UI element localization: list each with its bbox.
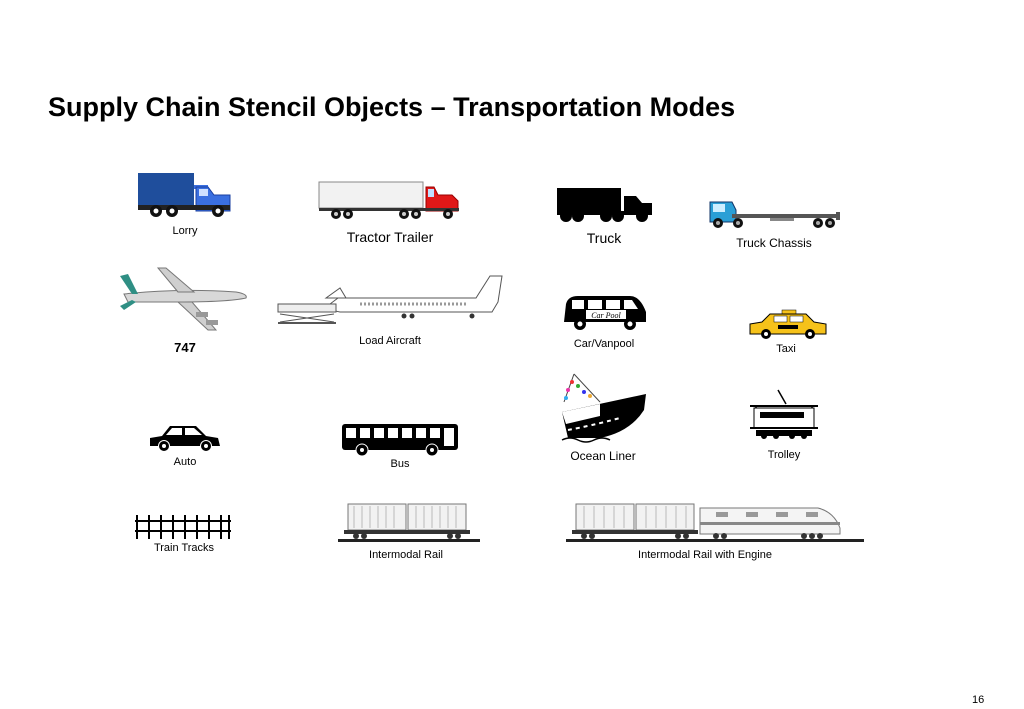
- tractor-trailer-stencil[interactable]: [318, 181, 462, 221]
- truck-chassis-icon: [709, 201, 840, 228]
- carpool-van-icon: Car Pool: [564, 296, 646, 330]
- trolley-icon: [750, 389, 818, 439]
- page-number: 16: [972, 694, 985, 706]
- load-aircraft-label: Load Aircraft: [359, 335, 421, 347]
- load-aircraft-stencil[interactable]: [276, 274, 504, 328]
- load-aircraft-icon: [277, 275, 503, 324]
- ocean-liner-icon: [561, 373, 646, 443]
- truck-label: Truck: [586, 230, 622, 246]
- bus-icon: [342, 424, 458, 457]
- train-tracks-stencil[interactable]: [133, 513, 233, 541]
- carpool-van-stencil[interactable]: Car Pool: [562, 294, 648, 332]
- airplane-747-icon: [120, 267, 247, 331]
- intermodal-rail-icon: [338, 503, 480, 542]
- airplane-747-label: 747: [174, 340, 196, 355]
- taxi-stencil[interactable]: [748, 308, 828, 340]
- lorry-icon: [138, 173, 231, 217]
- trolley-label: Trolley: [767, 449, 801, 461]
- car-vanpool-label: Car/Vanpool: [573, 338, 635, 350]
- train-tracks-icon: [135, 515, 231, 539]
- tractor-trailer-label: Tractor Trailer: [346, 229, 434, 245]
- intermodal-rail-label: Intermodal Rail: [369, 549, 443, 561]
- ocean-liner-label: Ocean Liner: [570, 449, 636, 463]
- auto-icon: [150, 426, 220, 452]
- intermodal-rail-engine-stencil[interactable]: [566, 502, 866, 546]
- truck-stencil[interactable]: [556, 187, 654, 223]
- bus-label: Bus: [390, 458, 410, 470]
- page-title: Supply Chain Stencil Objects – Transport…: [48, 92, 736, 122]
- truck-chassis-label: Truck Chassis: [736, 236, 812, 250]
- truck-chassis-stencil[interactable]: [706, 192, 842, 230]
- lorry-stencil[interactable]: [136, 171, 234, 219]
- ocean-liner-stencil[interactable]: [560, 372, 650, 444]
- trolley-stencil[interactable]: [746, 388, 822, 442]
- tractor-trailer-icon: [318, 181, 459, 219]
- intermodal-rail-stencil[interactable]: [338, 502, 480, 544]
- taxi-icon: [749, 309, 827, 339]
- taxi-label: Taxi: [776, 343, 796, 355]
- truck-icon: [557, 188, 652, 222]
- auto-label: Auto: [173, 456, 197, 468]
- carpool-sign-text: Car Pool: [591, 311, 621, 320]
- lorry-label: Lorry: [172, 225, 198, 237]
- bus-stencil[interactable]: [340, 422, 460, 458]
- auto-stencil[interactable]: [148, 424, 222, 452]
- intermodal-rail-engine-icon: [566, 503, 864, 542]
- intermodal-rail-engine-label: Intermodal Rail with Engine: [638, 549, 772, 561]
- train-tracks-label: Train Tracks: [153, 542, 215, 554]
- airplane-747-stencil[interactable]: [118, 266, 250, 332]
